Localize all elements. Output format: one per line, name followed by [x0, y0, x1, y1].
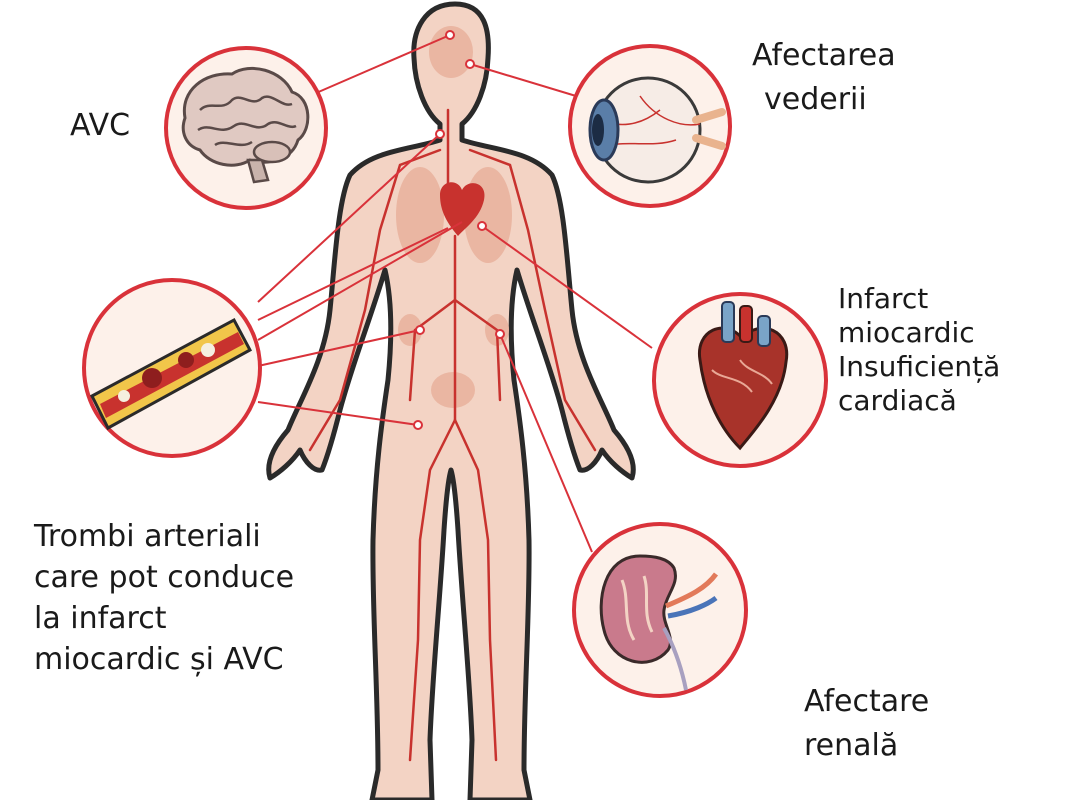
heart-disease-label: Infarct miocardic Insuficiență cardiacă: [838, 282, 1000, 418]
heart-label-line-2: miocardic: [838, 316, 1000, 350]
vision-label-line-2: vederii: [752, 78, 896, 122]
eye-callout: [570, 46, 730, 206]
thrombi-label-line-2: care pot conduce: [34, 557, 294, 598]
kidney-damage-label: Afectare renală: [804, 680, 929, 768]
bladder-organ: [431, 372, 475, 408]
thrombi-label-line-3: la infarct: [34, 598, 294, 639]
artery-callout: [84, 280, 260, 456]
vision-label-line-1: Afectarea: [752, 34, 896, 78]
heart-callout: [654, 294, 826, 466]
thrombi-label: Trombi arteriali care pot conduce la inf…: [34, 516, 294, 680]
thrombi-label-line-1: Trombi arteriali: [34, 516, 294, 557]
heart-label-line-3: Insuficiență: [838, 350, 1000, 384]
heart-label-line-4: cardiacă: [838, 384, 1000, 418]
kidney-label-line-2: renală: [804, 724, 929, 768]
vision-damage-label: Afectarea vederii: [752, 34, 896, 122]
brain-callout: [166, 48, 326, 208]
stroke-label: AVC: [70, 108, 130, 143]
heart-label-line-1: Infarct: [838, 282, 1000, 316]
kidney-label-line-1: Afectare: [804, 680, 929, 724]
thrombi-label-line-4: miocardic și AVC: [34, 639, 294, 680]
kidney-callout: [574, 524, 746, 696]
